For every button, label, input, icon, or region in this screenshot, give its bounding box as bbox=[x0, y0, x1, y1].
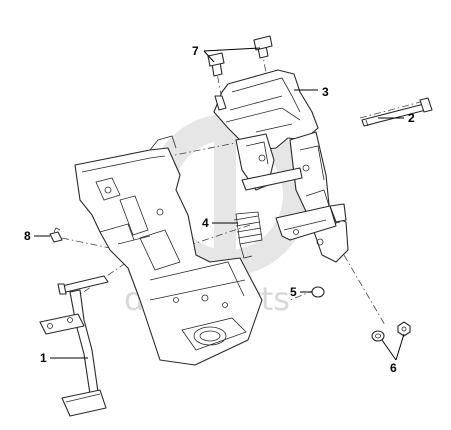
pivot-shaft bbox=[361, 97, 433, 127]
callout-4: 4 bbox=[202, 216, 238, 230]
rubber-plug bbox=[311, 286, 325, 298]
callout-label: 8 bbox=[24, 229, 31, 243]
callout-7: 7 bbox=[192, 44, 261, 63]
callout-1: 1 bbox=[40, 351, 88, 365]
callout-3: 3 bbox=[294, 85, 329, 99]
callout-label: 6 bbox=[390, 361, 397, 375]
callout-label: 2 bbox=[408, 111, 415, 125]
nuts bbox=[371, 321, 411, 342]
callout-2: 2 bbox=[378, 111, 415, 125]
callout-label: 3 bbox=[322, 85, 329, 99]
callout-label: 7 bbox=[192, 44, 199, 58]
frame-plate bbox=[74, 135, 263, 366]
callout-6: 6 bbox=[381, 333, 405, 375]
callout-label: 4 bbox=[202, 216, 209, 230]
callout-label: 5 bbox=[290, 285, 297, 299]
bolts bbox=[207, 35, 273, 77]
brake-pedal bbox=[39, 275, 109, 417]
return-spring bbox=[233, 211, 263, 259]
clip bbox=[49, 227, 63, 243]
pedal-bracket bbox=[213, 69, 349, 263]
callout-label: 1 bbox=[40, 351, 47, 365]
callout-8: 8 bbox=[24, 229, 50, 243]
callout-5: 5 bbox=[290, 285, 312, 299]
